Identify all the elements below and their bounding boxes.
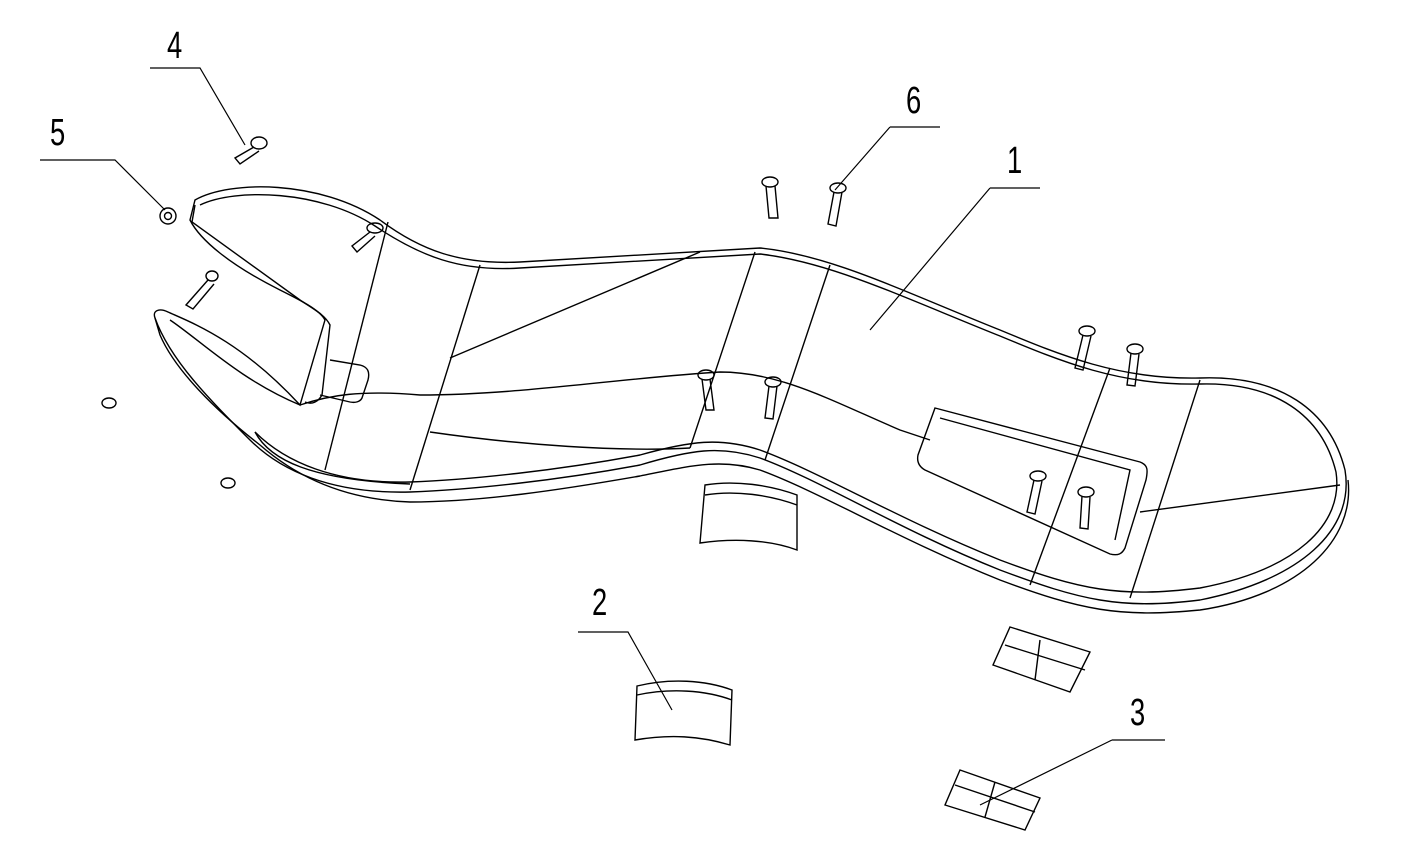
part-5-nut bbox=[159, 207, 177, 225]
screw-icon bbox=[827, 182, 847, 227]
screw-icon bbox=[350, 222, 384, 254]
screw-icon bbox=[1126, 343, 1144, 387]
leader-2 bbox=[578, 631, 673, 711]
leader-4 bbox=[150, 67, 246, 146]
part-3-pads bbox=[944, 626, 1091, 831]
callout-2: 2 bbox=[592, 582, 608, 624]
screw-icon bbox=[184, 270, 219, 310]
screws bbox=[101, 136, 1144, 530]
screw-icon bbox=[1077, 486, 1095, 530]
callout-6: 6 bbox=[906, 80, 922, 122]
part-4-screw bbox=[233, 136, 268, 165]
part-1-body bbox=[153, 186, 1350, 614]
screw-icon bbox=[1074, 325, 1096, 371]
nut-icon bbox=[101, 397, 236, 489]
leader-3 bbox=[979, 739, 1165, 806]
callout-1: 1 bbox=[1007, 140, 1023, 182]
leader-6 bbox=[834, 126, 940, 191]
leader-5 bbox=[40, 159, 166, 211]
screw-icon bbox=[761, 176, 779, 219]
screw-icon bbox=[697, 369, 715, 411]
callout-5: 5 bbox=[50, 112, 66, 154]
callout-4: 4 bbox=[167, 25, 183, 67]
leader-lines bbox=[40, 67, 1165, 806]
screw-icon bbox=[1026, 470, 1047, 515]
part-2-pads bbox=[634, 482, 798, 746]
screw-icon bbox=[764, 376, 782, 420]
callout-3: 3 bbox=[1130, 692, 1146, 734]
leader-1 bbox=[869, 187, 1040, 331]
